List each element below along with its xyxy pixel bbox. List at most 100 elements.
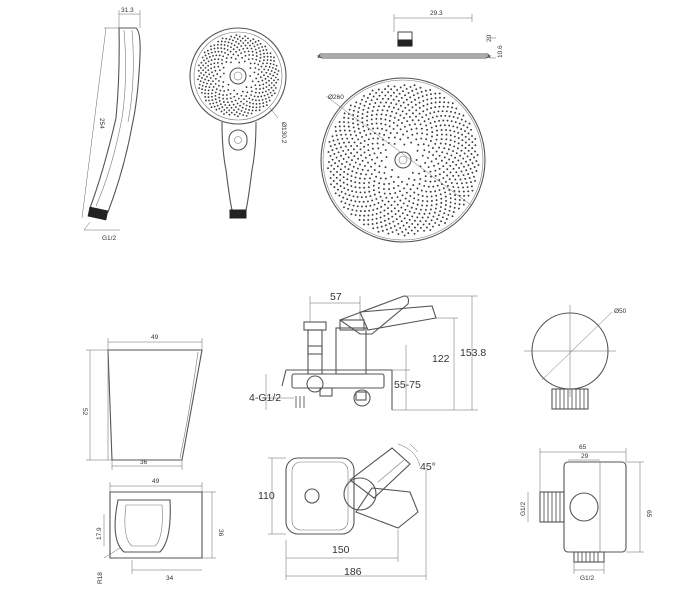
spray-nozzle-dot [454, 202, 457, 205]
spray-nozzle-dot [421, 195, 424, 197]
overhead-shower-side-view: 29.3 20 10.6 [316, 10, 504, 59]
spray-nozzle-dot [399, 190, 401, 193]
spray-nozzle-dot [274, 68, 277, 71]
spray-nozzle-dot [444, 114, 447, 117]
spray-nozzle-dot [431, 116, 434, 119]
spray-nozzle-dot [343, 116, 346, 119]
spray-nozzle-dot [426, 200, 429, 203]
spray-nozzle-dot [397, 119, 400, 121]
spray-nozzle-dot [327, 167, 329, 170]
spray-nozzle-dot [265, 104, 268, 107]
spray-nozzle-dot [273, 60, 275, 62]
spray-nozzle-dot [213, 44, 216, 47]
spray-nozzle-dot [396, 196, 399, 198]
spray-nozzle-dot [223, 44, 226, 46]
spray-nozzle-dot [361, 112, 364, 115]
spray-nozzle-dot [251, 50, 254, 53]
spray-nozzle-dot [240, 94, 243, 97]
spray-nozzle-dot [244, 54, 247, 57]
spray-nozzle-dot [256, 43, 259, 46]
spray-nozzle-dot [212, 102, 215, 105]
spray-nozzle-dot [342, 149, 345, 152]
spray-nozzle-dot [244, 108, 247, 110]
spray-nozzle-dot [215, 54, 218, 57]
spray-nozzle-dot [221, 85, 224, 88]
spray-nozzle-dot [276, 73, 279, 76]
spray-nozzle-dot [399, 227, 402, 229]
spray-nozzle-dot [388, 125, 391, 128]
spray-nozzle-dot [405, 191, 408, 194]
spray-nozzle-dot [399, 215, 401, 218]
spray-nozzle-dot [404, 94, 407, 97]
spray-nozzle-dot [413, 226, 416, 229]
spray-nozzle-dot [378, 132, 381, 135]
spray-nozzle-dot [234, 58, 237, 60]
spray-nozzle-dot [451, 106, 454, 109]
spray-nozzle-dot [328, 140, 331, 143]
spray-nozzle-dot [212, 54, 214, 57]
spray-nozzle-dot [417, 193, 420, 196]
spray-nozzle-dot [456, 147, 459, 150]
spray-nozzle-dot [207, 89, 210, 92]
spray-nozzle-dot [371, 89, 374, 92]
spray-nozzle-dot [443, 156, 446, 159]
holder-top-radius-label: R18 [97, 572, 104, 584]
spray-nozzle-dot [377, 147, 380, 150]
spray-nozzle-dot [243, 60, 246, 63]
spray-nozzle-dot [468, 144, 471, 147]
spray-nozzle-dot [475, 160, 478, 163]
spray-nozzle-dot [395, 112, 398, 115]
spray-nozzle-dot [350, 213, 353, 216]
spray-nozzle-dot [359, 142, 362, 145]
spray-nozzle-dot [367, 214, 370, 217]
spray-nozzle-dot [396, 124, 399, 127]
spray-nozzle-dot [363, 145, 366, 148]
spray-nozzle-dot [224, 51, 226, 54]
spray-nozzle-dot [334, 192, 337, 195]
spray-nozzle-dot [368, 181, 370, 184]
spray-nozzle-dot [238, 112, 241, 115]
spray-nozzle-dot [220, 47, 223, 50]
spray-nozzle-dot [220, 40, 223, 43]
spray-nozzle-dot [361, 135, 363, 138]
spray-nozzle-dot [423, 120, 426, 123]
spray-nozzle-dot [402, 133, 405, 136]
spray-nozzle-dot [403, 187, 405, 190]
spray-nozzle-dot [383, 183, 386, 186]
spray-nozzle-dot [266, 55, 269, 58]
spray-nozzle-dot [356, 151, 359, 154]
spray-nozzle-dot [355, 134, 358, 137]
spray-nozzle-dot [405, 87, 408, 90]
spray-nozzle-dot [457, 137, 460, 140]
spray-nozzle-dot [345, 160, 348, 163]
spray-nozzle-dot [233, 44, 236, 47]
spray-nozzle-dot [462, 157, 465, 160]
outlet-diameter-label: Ø50 [614, 308, 627, 315]
spray-nozzle-dot [383, 133, 386, 136]
spray-nozzle-dot [441, 110, 444, 113]
spray-nozzle-dot [266, 59, 269, 61]
spray-nozzle-dot [459, 154, 462, 157]
spray-nozzle-dot [398, 92, 401, 95]
spray-nozzle-dot [383, 209, 386, 212]
spray-nozzle-dot [408, 109, 411, 112]
spray-nozzle-dot [389, 192, 392, 195]
spray-nozzle-dot [358, 200, 361, 203]
spray-nozzle-dot [361, 117, 364, 120]
spray-nozzle-dot [204, 66, 207, 69]
spray-nozzle-dot [427, 185, 430, 188]
spray-nozzle-dot [245, 104, 248, 107]
spray-nozzle-dot [437, 162, 440, 165]
holder-top-width-label: 49 [152, 478, 160, 485]
spray-nozzle-dot [386, 228, 388, 231]
mixer-top-view: 45° 110 150 186 [258, 443, 436, 580]
spray-nozzle-dot [376, 226, 379, 229]
spray-nozzle-dot [346, 178, 349, 181]
spray-nozzle-dot [401, 212, 404, 215]
spray-nozzle-dot [255, 51, 258, 54]
spray-nozzle-dot [333, 186, 336, 189]
spray-nozzle-dot [376, 98, 379, 101]
mixer-spout-offset-label: 57 [330, 291, 342, 303]
spray-nozzle-dot [417, 143, 420, 146]
spray-nozzle-dot [376, 109, 379, 112]
